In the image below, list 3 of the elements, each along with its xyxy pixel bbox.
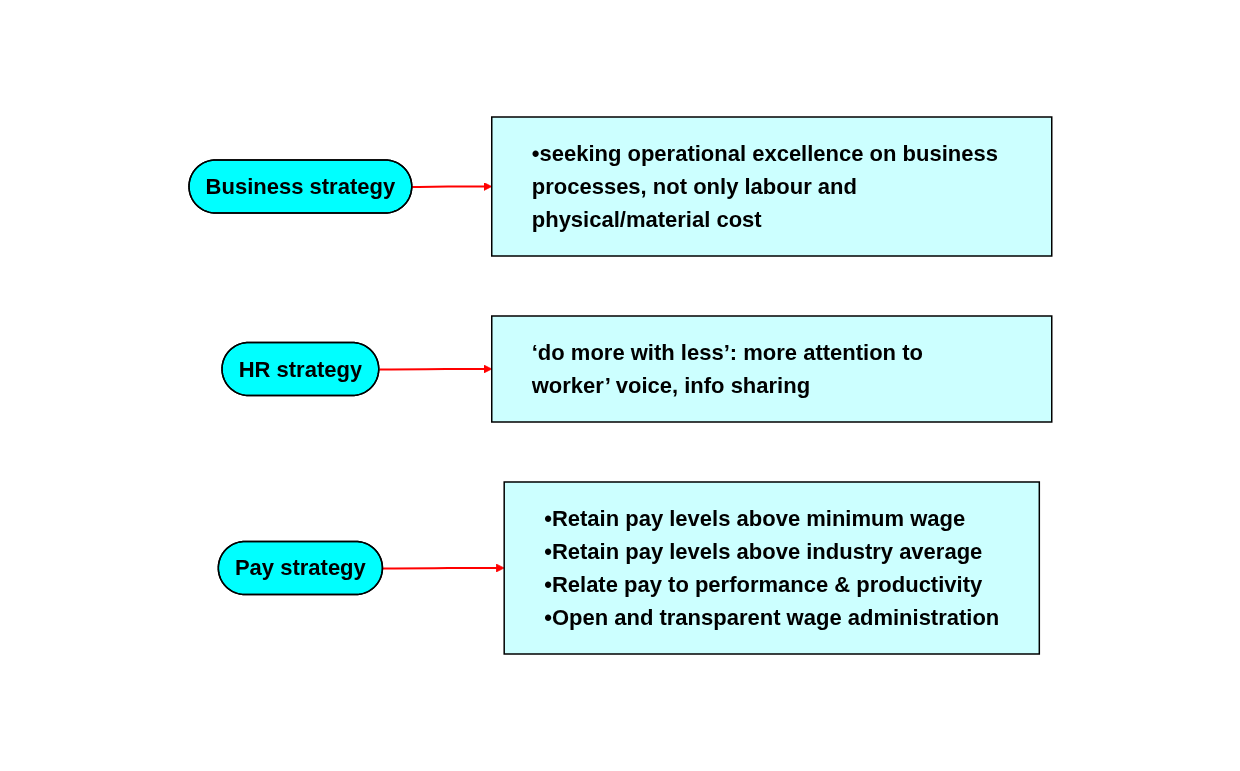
node-box: •seeking operational excellence on business processes, not only labour and physical/material cost bbox=[490, 116, 1053, 257]
node-box: •Retain pay levels above minimum wage •Retain pay levels above industry average •Relate pay to performance & productivity •Open and transparent wage administration bbox=[503, 481, 1040, 655]
node-box: ‘do more with less’: more attention to worker’ voice, info sharing bbox=[490, 315, 1053, 423]
